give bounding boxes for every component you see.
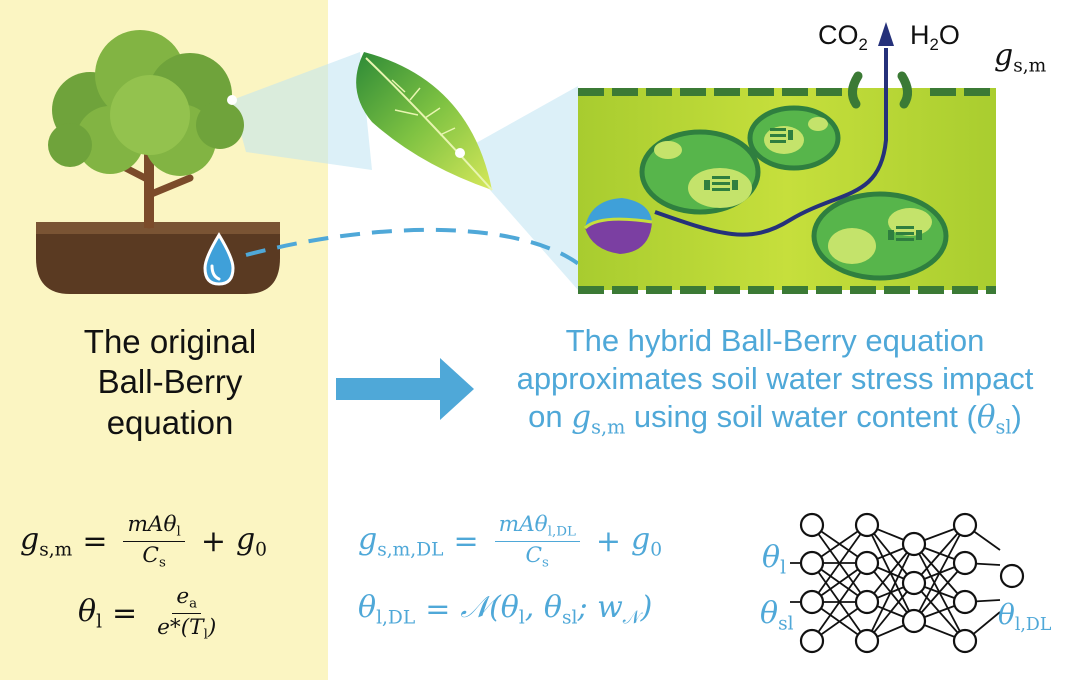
tree-icon [36,30,280,294]
cell-3 [811,191,949,281]
zoom-cone-leaf [460,86,578,290]
co2-label: CO2 [818,20,868,54]
nn-input-theta-sl: θsl [760,596,794,635]
cell-2 [747,105,841,171]
original-equation-caption: The original Ball-Berry equation [83,323,257,441]
transition-arrow-icon [336,358,474,420]
hybrid-equation-caption: The hybrid Ball-Berry equation approxima… [516,323,1034,439]
cell-1 [639,129,761,215]
gas-exchange-arrowhead [878,22,894,46]
leaf-icon [356,52,493,191]
h2o-label: H2O [910,20,960,54]
gas-exchange-path [654,48,888,237]
stomatal-conductance-label: gs,m [994,38,1047,77]
nn-input-theta-l: θl [762,540,787,579]
neural-network-diagram [790,512,1025,654]
leaf-tissue [578,71,996,294]
hybrid-theta-equation: θl,DL = 𝒩(θl, θsl; w𝒩) [358,590,653,629]
zoom-cone-tree [232,52,372,170]
stomata-pore-icon [583,198,653,254]
nn-output-theta-l-dl: θl,DL [998,598,1052,636]
water-drop-icon [203,232,235,286]
